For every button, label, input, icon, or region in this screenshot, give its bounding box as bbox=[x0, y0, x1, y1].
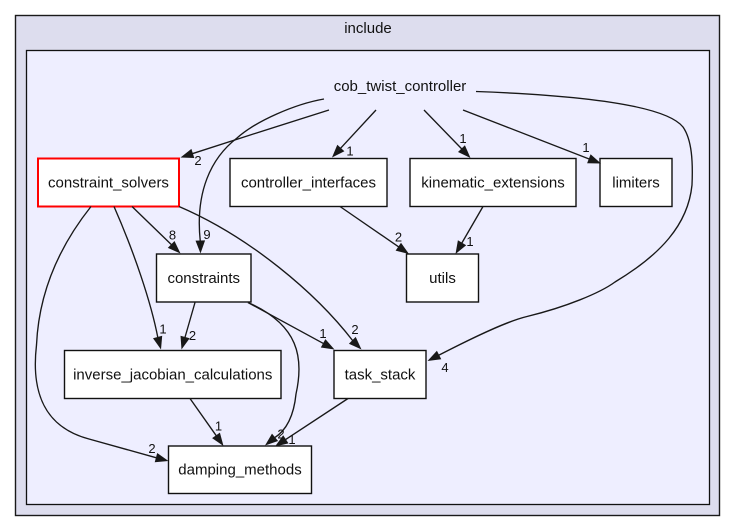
svg-text:8: 8 bbox=[169, 228, 176, 243]
svg-text:controller_interfaces: controller_interfaces bbox=[241, 174, 376, 191]
svg-text:utils: utils bbox=[429, 270, 456, 287]
svg-text:2: 2 bbox=[277, 427, 284, 442]
svg-text:include: include bbox=[344, 20, 392, 37]
svg-text:kinematic_extensions: kinematic_extensions bbox=[421, 174, 564, 191]
svg-text:1: 1 bbox=[466, 234, 473, 249]
svg-text:2: 2 bbox=[395, 230, 402, 245]
svg-text:1: 1 bbox=[159, 322, 166, 337]
svg-text:4: 4 bbox=[441, 360, 448, 375]
svg-text:limiters: limiters bbox=[612, 174, 660, 191]
svg-text:1: 1 bbox=[288, 432, 295, 447]
svg-text:cob_twist_controller: cob_twist_controller bbox=[334, 78, 467, 95]
svg-text:1: 1 bbox=[459, 131, 466, 146]
svg-text:constraints: constraints bbox=[167, 270, 240, 287]
svg-text:damping_methods: damping_methods bbox=[178, 462, 301, 479]
svg-text:2: 2 bbox=[351, 322, 358, 337]
svg-text:inverse_jacobian_calculations: inverse_jacobian_calculations bbox=[73, 366, 272, 383]
svg-text:2: 2 bbox=[148, 441, 155, 456]
svg-text:1: 1 bbox=[582, 140, 589, 155]
svg-text:1: 1 bbox=[319, 326, 326, 341]
svg-text:constraint_solvers: constraint_solvers bbox=[48, 174, 169, 191]
svg-text:task_stack: task_stack bbox=[345, 366, 416, 383]
svg-text:9: 9 bbox=[203, 227, 210, 242]
svg-text:2: 2 bbox=[194, 153, 201, 168]
svg-text:1: 1 bbox=[215, 419, 222, 434]
svg-text:1: 1 bbox=[346, 144, 353, 159]
svg-text:2: 2 bbox=[189, 328, 196, 343]
